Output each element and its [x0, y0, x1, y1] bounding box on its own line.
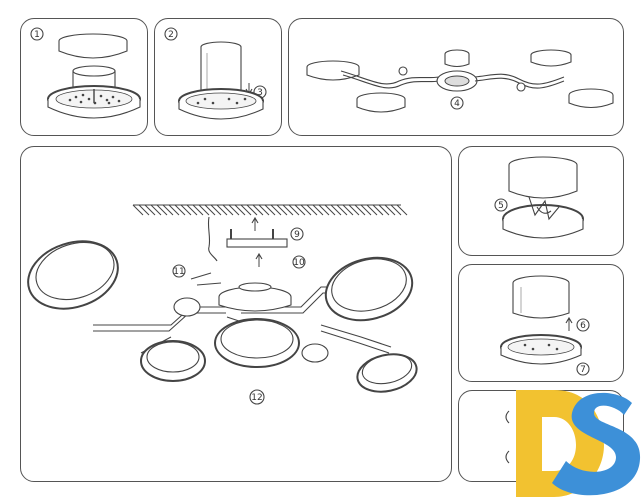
step-8-illustration [505, 410, 510, 464]
hatch-line [150, 204, 162, 216]
step-5-illustration: 5 [494, 156, 584, 239]
hatch-line [258, 204, 270, 216]
hatch-line [282, 204, 294, 216]
step-4-label: 4 [454, 99, 460, 109]
step-5-label: 5 [498, 201, 504, 211]
hatch-line [378, 204, 390, 216]
step-12-panel: 9 10 11 [20, 146, 452, 482]
hatch-line [234, 204, 246, 216]
shade-center-top [218, 282, 292, 312]
hatch-line [168, 204, 180, 216]
shade-bottom-right [356, 353, 418, 393]
hatch-line [354, 204, 366, 216]
hatch-line [204, 204, 216, 216]
shade-right-large [324, 256, 414, 322]
hatch-line [318, 204, 330, 216]
hatch-line [192, 204, 204, 216]
ds-logo [516, 390, 641, 497]
shade-bottom-left [140, 340, 206, 382]
step-2-illustration: 2 3 [164, 27, 267, 120]
step-6-7-illustration: 6 7 [500, 275, 590, 376]
hatch-line [252, 204, 264, 216]
hatch-line [222, 204, 234, 216]
hatch-line [210, 204, 222, 216]
step-2-label: 2 [168, 30, 174, 40]
hatch-line [186, 204, 198, 216]
step-1-label: 1 [34, 30, 40, 40]
hatch-line [228, 204, 240, 216]
hatch-line [336, 204, 348, 216]
hatch-line [144, 204, 156, 216]
hatch-line [246, 204, 258, 216]
hatch-line [198, 204, 210, 216]
step-5-panel: 5 [458, 146, 624, 256]
hatch-line [132, 204, 144, 216]
step-7-label: 7 [580, 365, 586, 375]
step-2-panel: 2 3 [154, 18, 282, 136]
step-10-label: 10 [293, 258, 305, 268]
step-1-illustration: 1 [30, 27, 141, 119]
hatch-line [324, 204, 336, 216]
hatch-line [396, 204, 408, 216]
step-9-label: 9 [294, 230, 300, 240]
shade-center [214, 318, 300, 368]
hatch-line [216, 204, 228, 216]
hatch-line [264, 204, 276, 216]
hatch-line [360, 204, 372, 216]
hatch-line [180, 204, 192, 216]
step-4-illustration: 4 [306, 49, 614, 113]
step-6-7-panel: 6 7 [458, 264, 624, 382]
step-1-panel: 1 [20, 18, 148, 136]
step-6-label: 6 [580, 321, 586, 331]
step-1-badge [30, 27, 44, 41]
hatch-line [384, 204, 396, 216]
hatch-line [270, 204, 282, 216]
hatch-line [348, 204, 360, 216]
hatch-line [390, 204, 402, 216]
step-12-illustration: 9 10 11 [27, 204, 418, 405]
hatch-line [372, 204, 384, 216]
step-11-label: 11 [173, 267, 184, 277]
hatch-line [276, 204, 288, 216]
hatch-line [138, 204, 150, 216]
hatch-line [330, 204, 342, 216]
shade-holes [68, 93, 121, 105]
hatch-line [288, 204, 300, 216]
hatch-line [162, 204, 174, 216]
logo-letter-s [552, 392, 641, 496]
hatch-line [174, 204, 186, 216]
step-3-label: 3 [257, 88, 263, 98]
hatch-line [312, 204, 324, 216]
hatch-line [240, 204, 252, 216]
hatch-line [294, 204, 306, 216]
step-4-panel: 4 [288, 18, 624, 136]
hatch-line [300, 204, 312, 216]
hatch-line [366, 204, 378, 216]
hatch-line [342, 204, 354, 216]
hatch-line [156, 204, 168, 216]
hatch-line [306, 204, 318, 216]
shade-left-large [27, 240, 119, 310]
ceiling-hatch [132, 204, 408, 216]
step-12-label: 12 [251, 393, 262, 403]
